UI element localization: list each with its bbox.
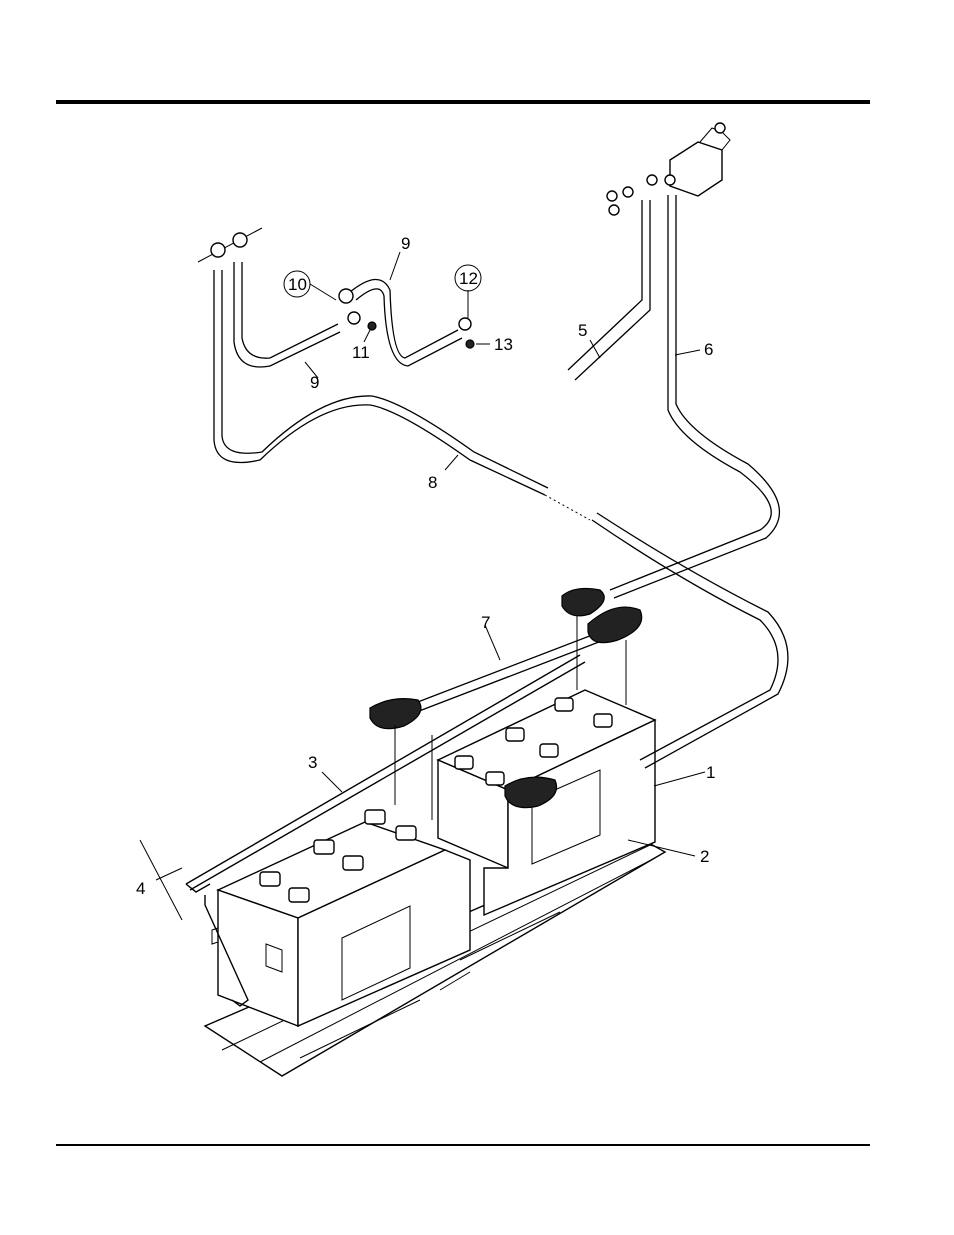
- callout-11: 11: [352, 343, 370, 362]
- callout-13: 13: [494, 335, 513, 354]
- callout-7: 7: [481, 613, 490, 632]
- callout-9-lower: 9: [310, 373, 319, 392]
- cable-9: [234, 262, 462, 367]
- callout-8: 8: [428, 473, 437, 492]
- callout-9-upper: 9: [401, 234, 410, 253]
- ring-terminals: [198, 228, 474, 348]
- callout-5: 5: [578, 321, 587, 340]
- callout-10: 10: [288, 275, 307, 294]
- callout-1: 1: [706, 763, 715, 782]
- callout-3: 3: [308, 753, 317, 772]
- callout-2: 2: [700, 847, 709, 866]
- battery-front: [212, 810, 470, 1026]
- callout-4: 4: [136, 879, 145, 898]
- cable-5: [568, 200, 650, 380]
- callout-6: 6: [704, 340, 713, 359]
- callout-12: 12: [459, 269, 478, 288]
